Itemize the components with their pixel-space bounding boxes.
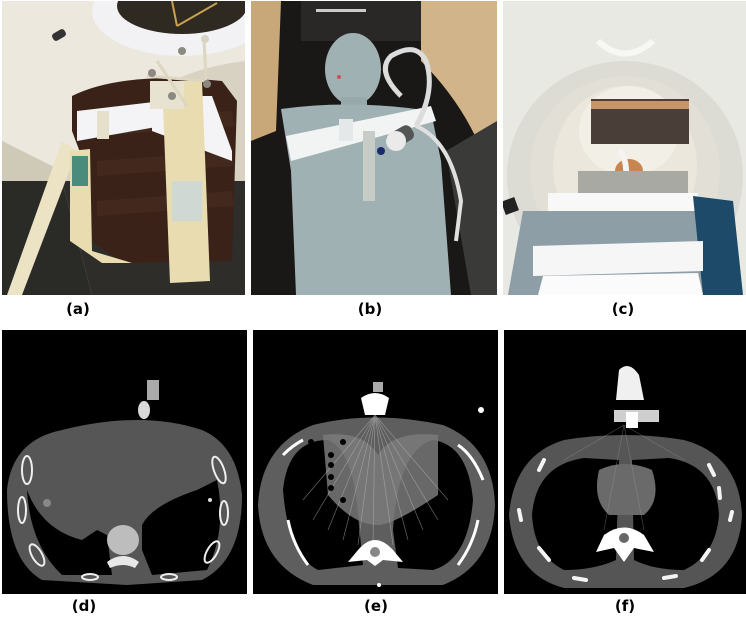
thorax-phantom-image (2, 1, 245, 295)
panel-c-label: (c) (611, 300, 635, 318)
panel-a-label: (a) (66, 300, 90, 318)
panel-e-ct (253, 330, 498, 594)
ct-slice-streak-artifact-image (253, 330, 498, 594)
ct-gantry-image (503, 1, 746, 295)
panel-b-photo (251, 1, 497, 295)
panel-f-ct (504, 330, 746, 594)
ct-slice-liver-image (2, 330, 247, 594)
panel-f-label: (f) (614, 597, 636, 615)
panel-b-label: (b) (357, 300, 383, 318)
panel-c-photo (503, 1, 746, 295)
panel-a-photo (2, 1, 245, 295)
panel-e-label: (e) (364, 597, 388, 615)
torso-phantom-image (251, 1, 497, 295)
panel-d-label: (d) (71, 597, 97, 615)
panel-d-ct (2, 330, 247, 594)
ct-slice-lung-image (504, 330, 746, 594)
